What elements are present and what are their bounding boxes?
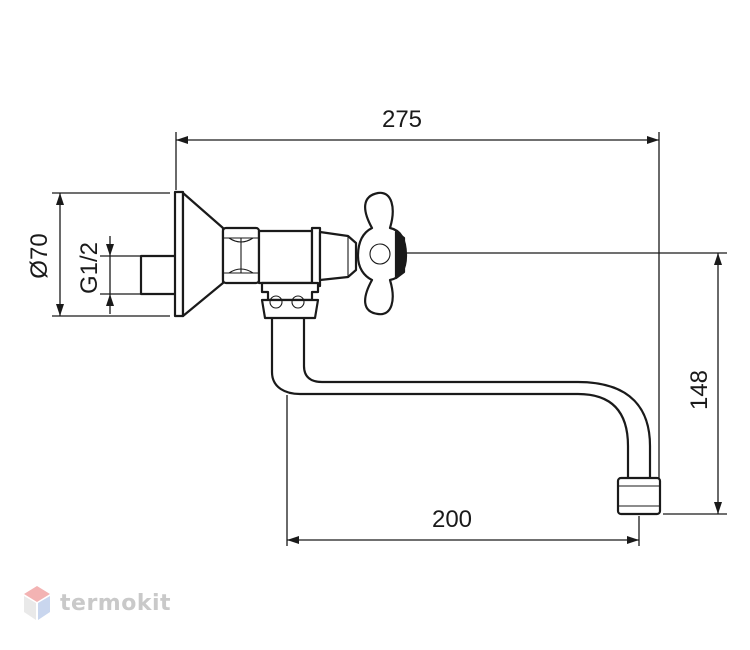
dimension-label-flange-diameter: Ø70 bbox=[26, 233, 53, 278]
spout bbox=[270, 318, 662, 516]
termokit-logo-icon bbox=[24, 586, 50, 620]
dimension-thread-size: G1/2 bbox=[76, 236, 140, 314]
dimension-spout-reach: 200 bbox=[286, 395, 640, 546]
dimension-flange-diameter: Ø70 bbox=[26, 192, 170, 317]
dimension-overall-length: 275 bbox=[175, 106, 660, 490]
dimension-label-spout-reach: 200 bbox=[432, 506, 472, 533]
dimension-label-spout-height: 148 bbox=[686, 370, 713, 410]
dimension-label-overall-length: 275 bbox=[382, 106, 422, 133]
dimension-label-thread-size: G1/2 bbox=[76, 242, 103, 294]
dimension-spout-height: 148 bbox=[405, 252, 727, 515]
cross-handle bbox=[356, 191, 408, 316]
brand-logo: termokit bbox=[22, 584, 171, 622]
faucet-body bbox=[139, 190, 358, 320]
brand-name: termokit bbox=[60, 590, 172, 616]
